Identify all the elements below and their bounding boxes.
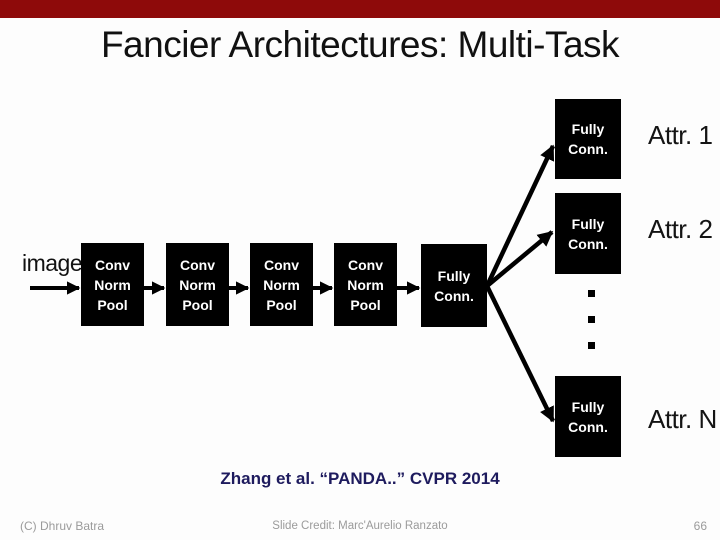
conv-block-3: Conv Norm Pool xyxy=(250,243,313,326)
fc-head-block-n: Fully Conn. xyxy=(555,376,621,457)
conv-block-1-line2: Norm xyxy=(94,276,131,293)
fc-trunk-block: Fully Conn. xyxy=(421,244,487,327)
ellipsis-dot xyxy=(588,290,595,297)
citation-text: Zhang et al. “PANDA..” CVPR 2014 xyxy=(220,469,500,488)
arrow-trunk-to-headN xyxy=(484,285,556,423)
attr-label-n: Attr. N xyxy=(648,404,717,434)
ellipsis-dot xyxy=(588,342,595,349)
conv-block-4: Conv Norm Pool xyxy=(334,243,397,326)
attr-label-1: Attr. 1 xyxy=(648,119,713,150)
fc-head-block-2: Fully Conn. xyxy=(555,193,621,274)
conv-block-1-line1: Conv xyxy=(95,256,130,273)
conv-block-2-line1: Conv xyxy=(180,256,215,273)
fc-head-2-line2: Conn. xyxy=(568,235,608,252)
fc-head-block-1: Fully Conn. xyxy=(555,99,621,179)
slide-title: Fancier Architectures: Multi-Task xyxy=(100,24,620,65)
top-accent-bar xyxy=(0,0,720,18)
vertical-ellipsis xyxy=(588,290,595,349)
conv-block-4-line2: Norm xyxy=(347,276,384,293)
conv-block-2: Conv Norm Pool xyxy=(166,243,229,326)
input-image-label: image xyxy=(22,250,83,276)
attr-label-2: Attr. 2 xyxy=(648,214,713,244)
conv-block-4-line1: Conv xyxy=(348,256,383,273)
arrow-trunk-to-head1 xyxy=(484,144,556,287)
fc-head-n-line1: Fully xyxy=(571,398,605,415)
conv-block-3-line3: Pool xyxy=(266,296,297,313)
fc-head-1-line1: Fully xyxy=(571,121,605,137)
conv-block-2-line2: Norm xyxy=(179,276,216,293)
ellipsis-dot xyxy=(588,316,595,323)
fc-head-2-line1: Fully xyxy=(571,215,605,232)
conv-block-1: Conv Norm Pool xyxy=(81,243,144,326)
fc-trunk-line1: Fully xyxy=(437,267,471,284)
conv-block-3-line1: Conv xyxy=(264,256,299,273)
footer-credit: Slide Credit: Marc'Aurelio Ranzato xyxy=(272,520,448,532)
conv-block-2-line3: Pool xyxy=(182,296,213,313)
page-number: 66 xyxy=(693,519,707,533)
fc-trunk-line2: Conn. xyxy=(434,287,474,304)
footer-author: (C) Dhruv Batra xyxy=(20,519,105,533)
arrow-trunk-to-head2 xyxy=(485,230,554,288)
conv-block-1-line3: Pool xyxy=(97,296,128,313)
conv-block-3-line2: Norm xyxy=(263,276,300,293)
fc-head-1-line2: Conn. xyxy=(568,141,608,157)
conv-block-4-line3: Pool xyxy=(350,296,381,313)
fc-head-n-line2: Conn. xyxy=(568,418,608,435)
